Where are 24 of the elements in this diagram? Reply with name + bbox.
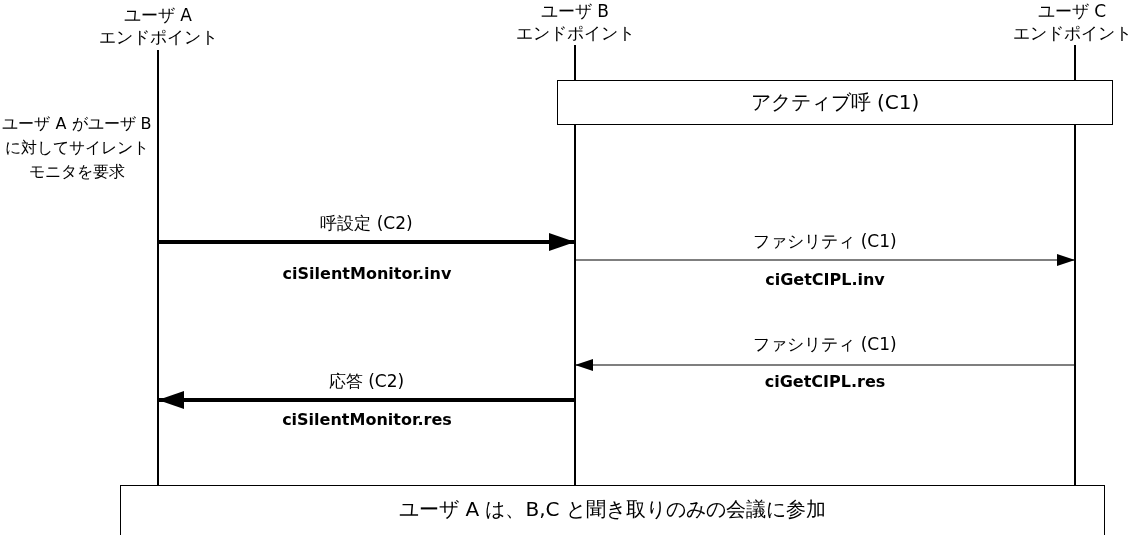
participant-label: ユーザ B — [540, 0, 610, 22]
lifeline — [157, 50, 159, 485]
lifeline — [574, 45, 576, 485]
message-name: ciGetCIPL.inv — [765, 270, 885, 289]
state-box: ユーザ A は、B,C と聞き取りのみの会議に参加 — [120, 485, 1105, 535]
participant-label: エンドポイント — [1012, 22, 1131, 44]
message-arrow — [158, 391, 574, 409]
lifeline — [1074, 45, 1076, 485]
participant-label: エンドポイント — [98, 26, 218, 48]
edge-label: 応答 (C2) — [328, 371, 405, 391]
message-name: ciSilentMonitor.res — [282, 410, 452, 429]
edge-label: ファシリティ (C1) — [753, 231, 897, 251]
participant-label: ユーザ C — [1037, 0, 1107, 22]
message-arrow — [575, 359, 1075, 371]
note-text: ユーザ A がユーザ B に対してサイレントモニタを要求 — [2, 113, 152, 183]
message-arrow — [159, 233, 575, 251]
message-name: ciGetCIPL.res — [764, 372, 886, 391]
participant-label: エンドポイント — [515, 22, 635, 44]
message-arrow — [575, 254, 1075, 266]
state-box: アクティブ呼 (C1) — [557, 80, 1113, 125]
participant-label: ユーザ A — [123, 4, 192, 26]
message-name: ciSilentMonitor.inv — [282, 264, 452, 283]
edge-label: ファシリティ (C1) — [753, 334, 897, 354]
edge-label: 呼設定 (C2) — [320, 213, 413, 233]
